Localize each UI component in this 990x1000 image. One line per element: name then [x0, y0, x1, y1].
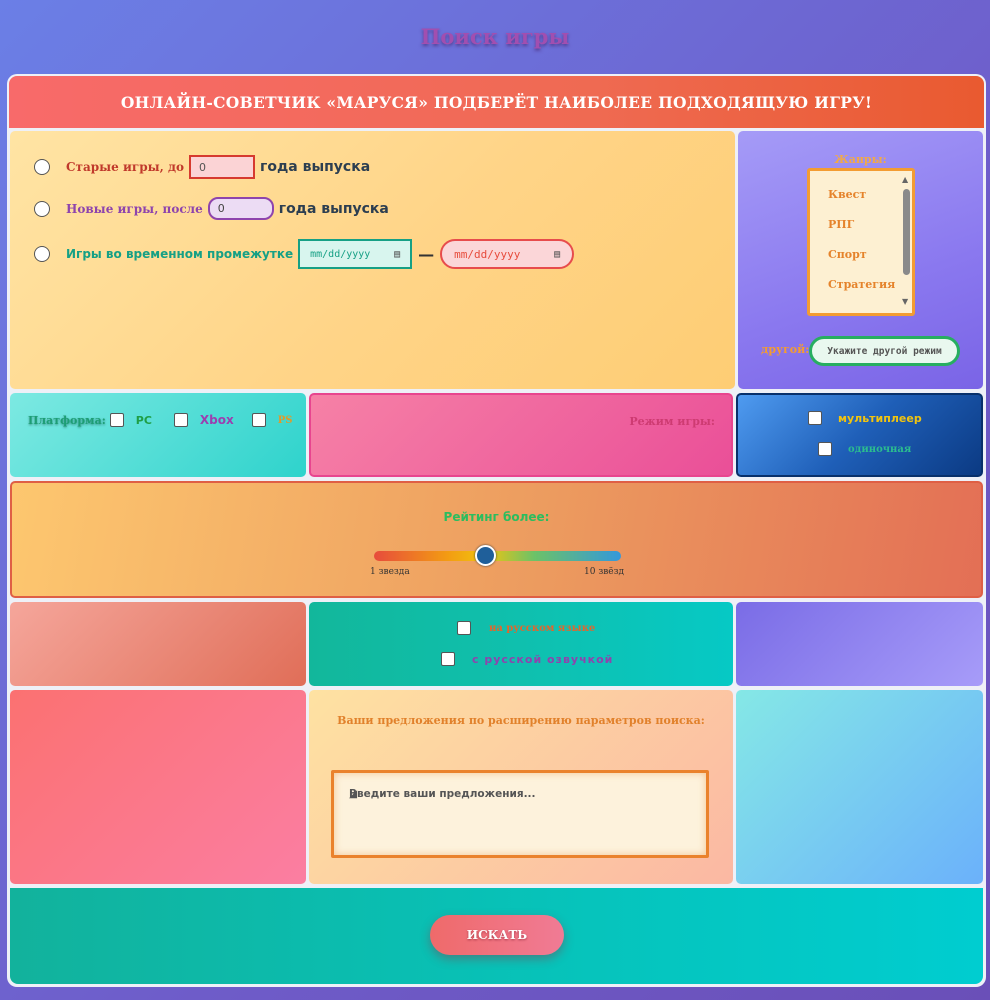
years-panel: Старые игры, до 0 года выпуска Новые игр… [10, 131, 735, 389]
platform-title: Платформа: [28, 413, 106, 427]
scroll-thumb[interactable] [903, 189, 910, 275]
range-row: Игры во временном промежутке mm/dd/yyyy … [34, 239, 575, 269]
ps-checkbox[interactable] [251, 413, 266, 427]
rating-panel: Рейтинг более: 1 звезда 10 звёзд [10, 481, 983, 598]
mode-panel: Режим игры: [309, 393, 733, 477]
russian-voice-row: с русской озвучкой [441, 652, 613, 666]
new-games-row: Новые игры, после 0 года выпуска [34, 197, 389, 220]
suggestions-title: Ваши предложения по расширению параметро… [337, 714, 705, 727]
russian-voice-label: с русской озвучкой [472, 652, 614, 666]
rating-title: Рейтинг более: [443, 510, 550, 524]
single-checkbox[interactable] [818, 442, 832, 456]
form-frame: ОНЛАЙН-СОВЕТЧИК «МАРУСЯ» ПОДБЕРЁТ НАИБОЛ… [7, 74, 986, 987]
pc-checkbox[interactable] [109, 413, 124, 427]
genre-option[interactable]: Стратегия [828, 278, 896, 291]
other-genre-label: другой: [761, 343, 810, 356]
multiplayer-row: мультиплеер [808, 411, 922, 425]
new-year-input[interactable]: 0 [207, 197, 274, 220]
russian-language-label: на русском языке [489, 622, 596, 634]
suggestions-textarea[interactable]: Введите ваши предложения... ◢ [331, 770, 709, 858]
genres-title: Жанры: [834, 153, 887, 166]
old-year-input[interactable]: 0 [189, 155, 256, 179]
suggestions-panel: Ваши предложения по расширению параметро… [309, 690, 733, 884]
genres-scrollbar[interactable]: ▲ ▼ [902, 175, 910, 309]
search-button[interactable]: ИСКАТЬ [430, 915, 564, 955]
russian-language-row: на русском языке [457, 621, 595, 635]
rating-min-label: 1 звезда [370, 567, 410, 577]
range-label: Игры во временном промежутке [66, 247, 294, 261]
genre-option[interactable]: Квест [828, 188, 867, 201]
date-from-placeholder: mm/dd/yyyy [310, 248, 371, 260]
platform-row: Платформа: PC Xbox PS [28, 413, 293, 427]
range-dash: — [418, 244, 435, 264]
lang-right-panel [736, 602, 983, 686]
multiplayer-label: мультиплеер [838, 411, 922, 425]
date-to-input[interactable]: mm/dd/yyyy ▤ [440, 239, 575, 269]
rating-slider-track[interactable] [374, 551, 621, 561]
pc-label: PC [135, 413, 152, 427]
other-genre-input[interactable]: Укажите другой режим [809, 336, 960, 366]
genre-option[interactable]: Спорт [828, 248, 867, 261]
suggestions-left-panel [10, 690, 306, 884]
platform-panel: Платформа: PC Xbox PS [10, 393, 306, 477]
old-games-radio[interactable] [34, 159, 50, 175]
single-row: одиночная [818, 442, 911, 456]
search-bar: ИСКАТЬ [10, 888, 983, 984]
date-from-input[interactable]: mm/dd/yyyy ▤ [298, 239, 413, 269]
rating-max-label: 10 звёзд [584, 567, 625, 577]
genre-option[interactable]: РПГ [828, 218, 855, 231]
scroll-down-icon[interactable]: ▼ [902, 297, 909, 306]
old-year-suffix: года выпуска [260, 159, 371, 175]
genres-panel: Жанры: Квест РПГ Спорт Стратегия ▲ ▼ дру… [738, 131, 983, 389]
calendar-icon[interactable]: ▤ [394, 248, 401, 260]
xbox-label: Xbox [199, 413, 234, 427]
new-year-suffix: года выпуска [278, 200, 389, 217]
page-title: Поиск игры [420, 24, 570, 49]
new-games-radio[interactable] [34, 200, 50, 217]
language-panel: на русском языке с русской озвучкой [309, 602, 733, 686]
old-games-label: Старые игры, до [66, 160, 185, 174]
russian-voice-checkbox[interactable] [441, 652, 455, 666]
single-label: одиночная [848, 443, 912, 455]
header-bar: ОНЛАЙН-СОВЕТЧИК «МАРУСЯ» ПОДБЕРЁТ НАИБОЛ… [9, 76, 984, 128]
rating-slider-thumb[interactable] [474, 545, 496, 566]
lang-left-panel [10, 602, 306, 686]
genres-listbox[interactable]: Квест РПГ Спорт Стратегия ▲ ▼ [807, 168, 915, 316]
date-to-placeholder: mm/dd/yyyy [454, 247, 521, 261]
multiplayer-checkbox[interactable] [808, 411, 822, 425]
range-radio[interactable] [34, 246, 50, 262]
scroll-up-icon[interactable]: ▲ [902, 175, 909, 184]
header-text: ОНЛАЙН-СОВЕТЧИК «МАРУСЯ» ПОДБЕРЁТ НАИБОЛ… [120, 92, 873, 112]
suggestions-right-panel [736, 690, 983, 884]
mode-options-panel: мультиплеер одиночная [736, 393, 983, 477]
resize-handle-icon[interactable]: ◢ [349, 788, 358, 800]
calendar-icon[interactable]: ▤ [554, 248, 561, 260]
new-games-label: Новые игры, после [66, 201, 203, 216]
russian-language-checkbox[interactable] [457, 621, 471, 635]
old-games-row: Старые игры, до 0 года выпуска [34, 155, 370, 179]
suggestions-placeholder: Введите ваши предложения... [349, 788, 536, 800]
ps-label: PS [277, 414, 293, 426]
mode-title: Режим игры: [629, 415, 715, 428]
xbox-checkbox[interactable] [173, 413, 188, 427]
